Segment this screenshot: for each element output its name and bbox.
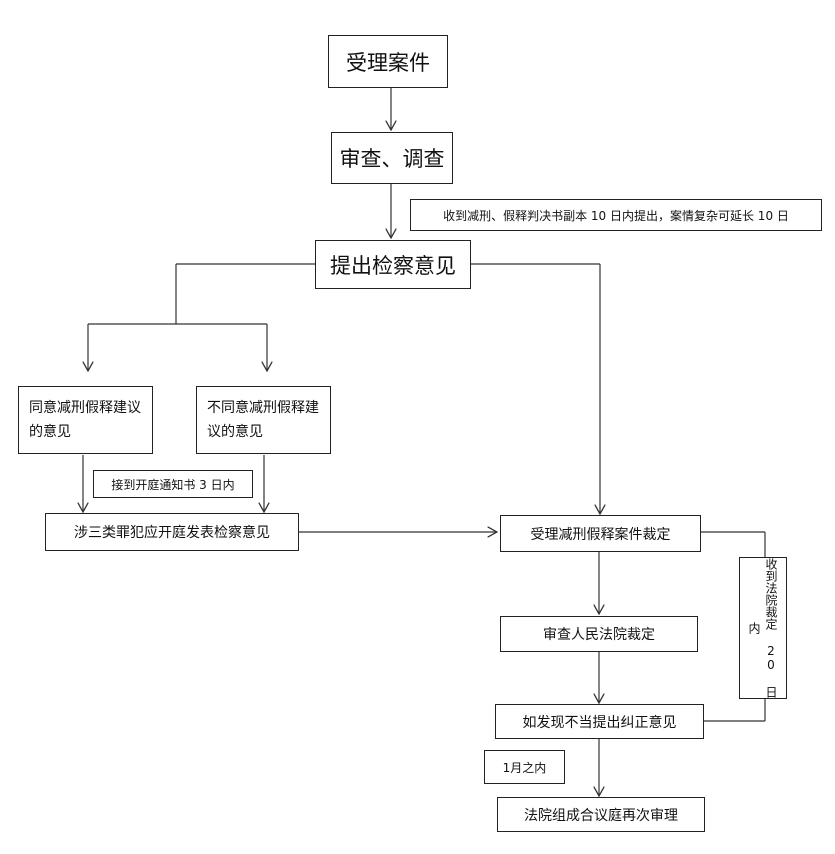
node-correction-label: 如发现不当提出纠正意见 (522, 714, 677, 731)
node-review-investigate: 审查、调查 (331, 132, 453, 184)
node-accept-case-label: 受理案件 (346, 50, 430, 75)
note-20-days-label: 收到法院裁定 20 日内 (747, 558, 778, 698)
note-3-days: 接到开庭通知书 3 日内 (93, 470, 253, 498)
node-retrial-label: 法院组成合议庭再次审理 (524, 807, 678, 824)
note-3-days-label: 接到开庭通知书 3 日内 (111, 477, 235, 492)
note-10-days: 收到减刑、假释判决书副本 10 日内提出，案情复杂可延长 10 日 (410, 199, 822, 231)
note-1-month: 1月之内 (484, 750, 565, 784)
node-submit-opinion: 提出检察意见 (315, 240, 471, 289)
node-agree-opinion-label: 同意减刑假释建议的意见 (29, 400, 141, 440)
node-three-crimes-label: 涉三类罪犯应开庭发表检察意见 (74, 525, 270, 541)
node-correction: 如发现不当提出纠正意见 (495, 704, 704, 739)
node-three-crimes: 涉三类罪犯应开庭发表检察意见 (45, 513, 299, 551)
node-retrial: 法院组成合议庭再次审理 (497, 797, 705, 832)
node-review-ruling: 审查人民法院裁定 (500, 616, 698, 652)
node-accept-ruling: 受理减刑假释案件裁定 (500, 515, 701, 552)
node-submit-opinion-label: 提出检察意见 (330, 253, 456, 278)
node-accept-case: 受理案件 (328, 35, 448, 88)
node-agree-opinion: 同意减刑假释建议的意见 (18, 386, 153, 454)
note-20-days: 收到法院裁定 20 日内 (739, 557, 787, 699)
node-accept-ruling-label: 受理减刑假释案件裁定 (530, 526, 671, 543)
note-1-month-label: 1月之内 (502, 760, 547, 775)
node-review-ruling-label: 审查人民法院裁定 (543, 627, 655, 643)
node-disagree-opinion: 不同意减刑假释建议的意见 (196, 386, 331, 454)
note-10-days-label: 收到减刑、假释判决书副本 10 日内提出，案情复杂可延长 10 日 (443, 208, 789, 223)
node-review-investigate-label: 审查、调查 (339, 147, 445, 171)
node-disagree-opinion-label: 不同意减刑假释建议的意见 (207, 400, 319, 440)
